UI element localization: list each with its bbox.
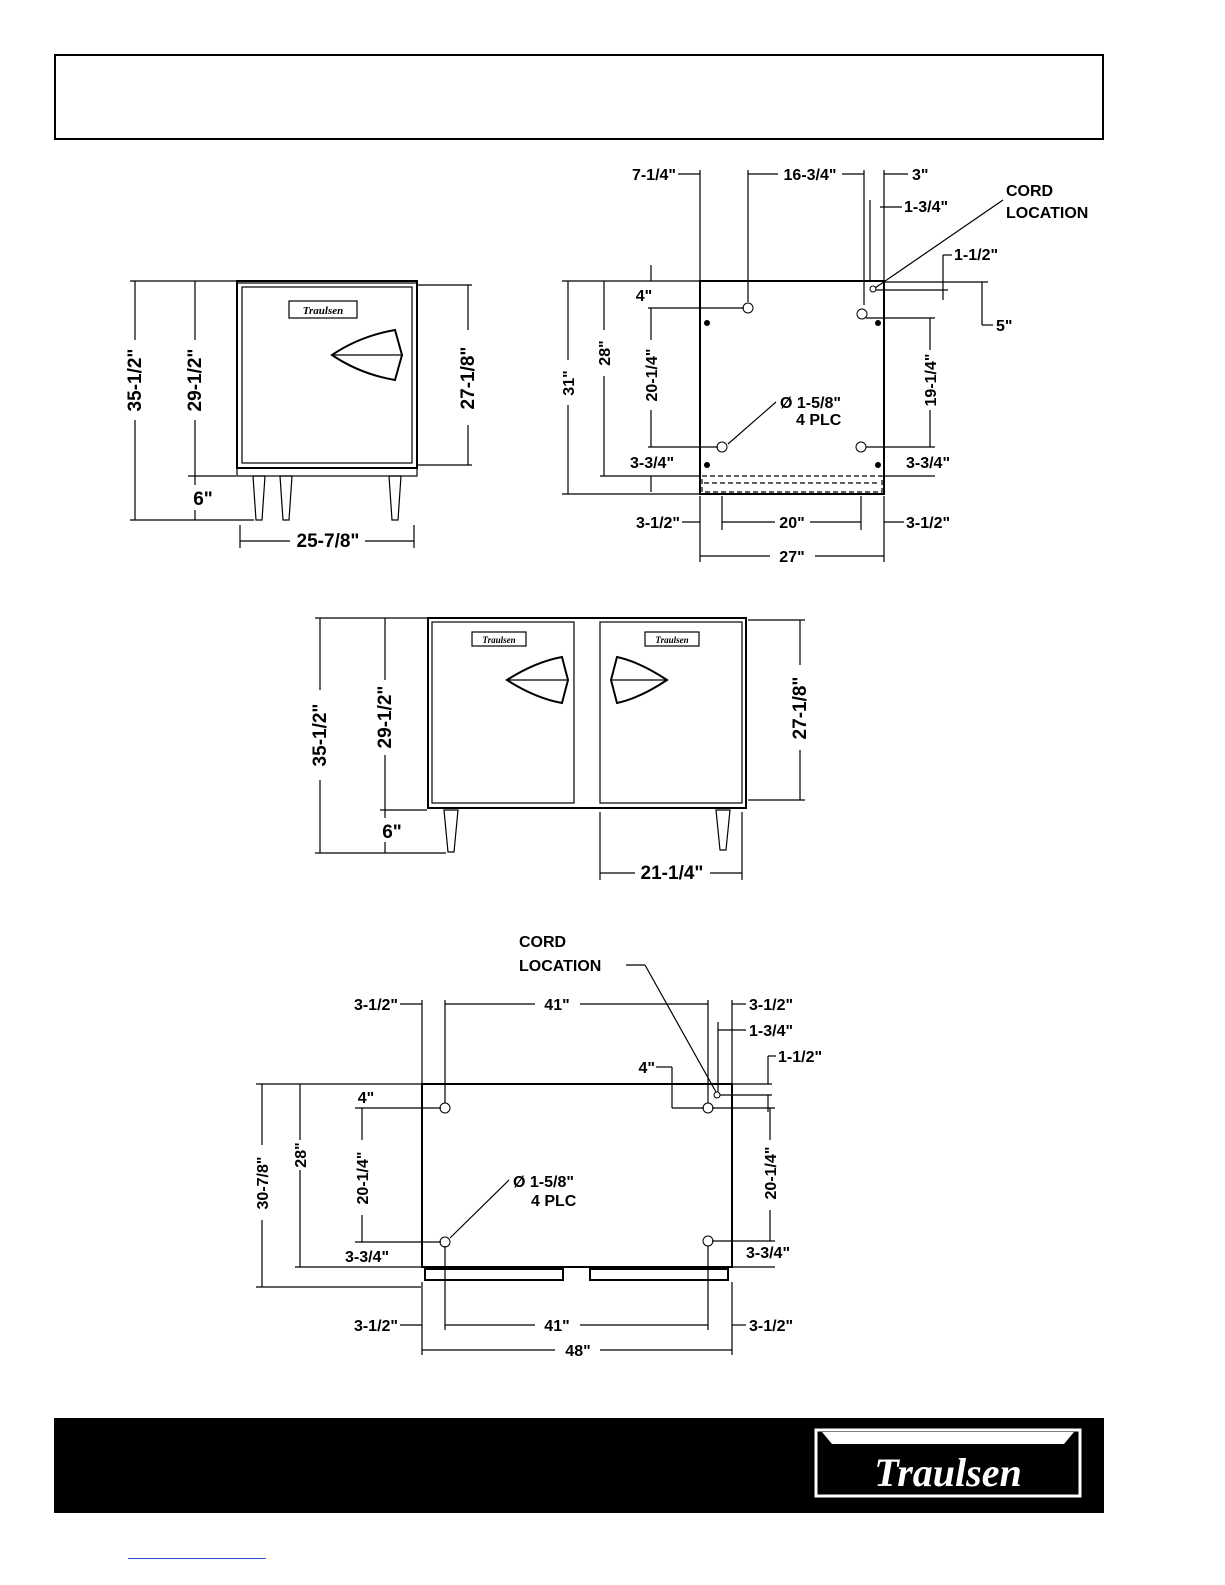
double-plan-cord-offset: 1-3/4" [749,1023,793,1040]
double-plan-foot-right: 3-1/2" [749,1318,793,1335]
double-leg-left [443,809,459,853]
single-door-height: 27-1/8" [458,347,479,410]
single-door [241,286,413,464]
double-plan-foot-span: 41" [544,1318,569,1335]
double-plan-foot-left: 3-1/2" [354,1318,398,1335]
double-plan-view: CORD LOCATION 3-1/2" 41" 3-1/2" 1-3/4" 4… [255,934,822,1360]
single-plan-right-top: 5" [996,318,1012,335]
single-plan-hole-depth-left: 20-1/4" [644,349,661,402]
double-plan-hole-depth-left: 20-1/4" [355,1152,372,1205]
double-plan-top-inset: 4" [358,1090,374,1107]
double-plan-cord-depth: 1-1/2" [778,1049,822,1066]
single-plan-hole-span: 16-3/4" [784,167,837,184]
single-plan-hole-label-2: 4 PLC [796,412,842,429]
double-door-left [431,621,575,804]
double-plan-depth-total: 30-7/8" [255,1157,272,1210]
double-plan-rail-left [424,1268,564,1281]
single-leg-1 [252,475,266,521]
double-plan-cord-inset: 4" [639,1060,655,1077]
double-plan-overall-width: 48" [565,1343,590,1360]
single-hole-1 [742,302,754,314]
double-plan-hole-depth-right: 20-1/4" [763,1147,780,1200]
double-nameplate-right [644,631,700,647]
single-overall-height: 35-1/2" [125,349,146,412]
double-plan-outline [421,1083,733,1268]
single-nameplate-text: Traulsen [303,305,344,317]
double-door-right [599,621,743,804]
double-cord-label-2: LOCATION [519,958,601,975]
double-nameplate-left-text: Traulsen [482,635,515,645]
single-cabinet-height: 29-1/2" [185,349,206,412]
double-plan-hole-span: 41" [544,997,569,1014]
double-plan-depth-inner: 28" [293,1142,310,1167]
single-nameplate [288,300,358,319]
single-cord-point [869,285,877,293]
single-width: 25-7/8" [297,531,360,552]
footer-bar: Traulsen [54,1418,1104,1513]
single-plan-overall-width: 27" [779,549,804,566]
double-cord-label-1: CORD [519,934,566,951]
double-plan-bottom-left: 3-3/4" [345,1249,389,1266]
double-door-width: 21-1/4" [641,863,704,884]
single-leg-height: 6" [193,489,213,510]
single-plan-view: 7-1/4" 16-3/4" 3" 1-3/4" CORD LOCATION 1… [561,167,1088,566]
double-door-height: 27-1/8" [790,677,811,740]
traulsen-logo: Traulsen [814,1428,1082,1498]
single-front-view: Traulsen 35-1/2" 29-1/2" 6" 27-1/8" 25-7… [125,280,479,552]
single-plan-hole-label-1: Ø 1-5/8" [780,395,841,412]
single-plan-cord-depth: 1-1/2" [954,247,998,264]
double-leg-height: 6" [382,822,402,843]
footer-logo-text: Traulsen [874,1450,1021,1495]
double-hole-1 [439,1102,451,1114]
single-cord-leader [874,199,1004,289]
single-plan-bottom-left: 3-3/4" [630,455,674,472]
double-leg-right [715,809,731,851]
single-plan-cord-offset: 1-3/4" [904,199,948,216]
double-cabinet-height: 29-1/2" [375,686,396,749]
double-hole-2 [702,1102,714,1114]
single-plan-left-offset: 7-1/4" [632,167,676,184]
single-plan-outline [699,280,885,495]
single-plan-base-rail [701,475,883,493]
double-hole-3 [439,1236,451,1248]
single-cord-label-1: CORD [1006,183,1053,200]
double-nameplate-left [471,631,527,647]
single-leg-2 [279,475,293,521]
double-front-view: Traulsen Traulsen 35-1/2" 29-1/2" 6" 27-… [310,617,811,884]
single-plan-depth-total: 31" [561,370,578,395]
single-plan-top-inset: 4" [636,288,652,305]
single-plan-foot-span: 20" [779,515,804,532]
single-plan-right-offset: 3" [912,167,928,184]
single-plan-hole-depth-right: 19-1/4" [923,354,940,407]
single-hole-3 [716,441,728,453]
double-plan-bottom-right: 3-3/4" [746,1245,790,1262]
double-plan-right-offset: 3-1/2" [749,997,793,1014]
single-plan-foot-right: 3-1/2" [906,515,950,532]
double-plan-hole-label-1: Ø 1-5/8" [513,1174,574,1191]
double-overall-height: 35-1/2" [310,704,331,767]
double-nameplate-right-text: Traulsen [655,635,688,645]
single-plan-bottom-right: 3-3/4" [906,455,950,472]
footer-link-underline[interactable] [128,1558,266,1559]
single-base [236,467,418,477]
double-cabinet-body [427,617,747,809]
double-hole-4 [702,1235,714,1247]
double-cord-point [713,1091,721,1099]
double-plan-rail-right [589,1268,729,1281]
double-cord-leader [644,964,717,1093]
double-plan-hole-label-2: 4 PLC [531,1193,577,1210]
header-box [54,54,1104,140]
double-plan-left-offset: 3-1/2" [354,997,398,1014]
single-cord-label-2: LOCATION [1006,205,1088,222]
single-hole-2 [856,308,868,320]
single-leg-3 [388,475,402,521]
single-plan-foot-left: 3-1/2" [636,515,680,532]
single-hole-4 [855,441,867,453]
single-plan-depth-inner: 28" [597,340,614,365]
